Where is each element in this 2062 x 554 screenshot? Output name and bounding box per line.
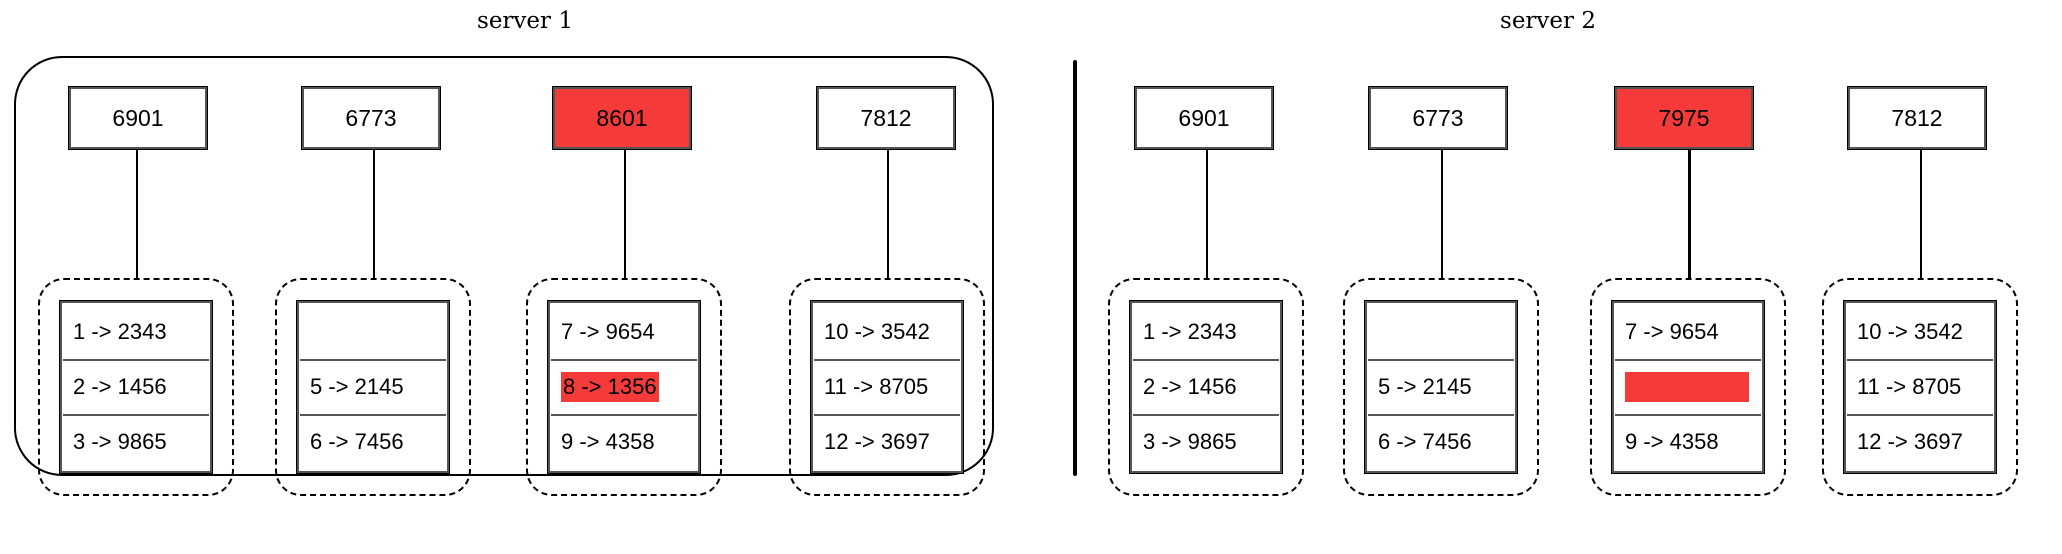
bucket-entry: 2 -> 1456 [63,360,209,414]
bucket-entry: 9 -> 4358 [1615,415,1761,469]
entry-divider [300,359,446,361]
bucket-table: 7 -> 9654 9 -> 4358 [1611,300,1765,474]
entry-divider [1133,414,1279,416]
entry-text: 3 -> 9865 [73,429,167,454]
bucket-entry: 6 -> 7456 [300,415,446,469]
bucket-table: 5 -> 2145 6 -> 7456 [1364,300,1518,474]
bucket-entry: 7 -> 9654 [551,305,697,359]
entry-text: 1 -> 2343 [1143,319,1237,344]
key-node: 8601 [552,86,692,150]
bucket-group: 10 -> 3542 11 -> 8705 12 -> 3697 [789,278,985,496]
key-node: 6901 [68,86,208,150]
entry-text: 7 -> 9654 [561,319,655,344]
server-container [1073,60,1077,476]
bucket-entry: 3 -> 9865 [1133,415,1279,469]
entry-divider [1847,414,1993,416]
entry-divider [1368,414,1514,416]
entry-text: 10 -> 3542 [1857,319,1963,344]
entry-text: 7 -> 9654 [1625,319,1719,344]
server-title: server 1 [477,8,573,34]
entry-text: 2 -> 1456 [1143,374,1237,399]
bucket-entry: 11 -> 8705 [1847,360,1993,414]
bucket-table: 1 -> 2343 2 -> 1456 3 -> 9865 [59,300,213,474]
entry-text: 10 -> 3542 [824,319,930,344]
entry-divider [814,359,960,361]
entry-text: 9 -> 4358 [1625,429,1719,454]
bucket-entry: 8 -> 1356 [551,360,697,414]
entry-text: 11 -> 8705 [824,374,929,399]
bucket-group: 5 -> 2145 6 -> 7456 [275,278,471,496]
entry-divider [1368,359,1514,361]
connector-line [887,150,889,278]
bucket-group: 1 -> 2343 2 -> 1456 3 -> 9865 [1108,278,1304,496]
server-container [14,56,994,476]
connector-line [624,150,626,278]
bucket-group: 10 -> 3542 11 -> 8705 12 -> 3697 [1822,278,2018,496]
server-title: server 2 [1500,8,1596,34]
connector-line [1688,150,1691,278]
key-node: 6773 [1368,86,1508,150]
bucket-entry: 10 -> 3542 [814,305,960,359]
connector-line [1441,150,1443,278]
bucket-group: 5 -> 2145 6 -> 7456 [1343,278,1539,496]
entry-text: 12 -> 3697 [824,429,930,454]
entry-divider [1615,414,1761,416]
entry-text: 1 -> 2343 [73,319,167,344]
entry-text: 3 -> 9865 [1143,429,1237,454]
bucket-group: 7 -> 9654 8 -> 1356 9 -> 4358 [526,278,722,496]
connector-line [1206,150,1208,278]
entry-divider [63,359,209,361]
entry-text: 6 -> 7456 [310,429,404,454]
bucket-table: 1 -> 2343 2 -> 1456 3 -> 9865 [1129,300,1283,474]
bucket-table: 10 -> 3542 11 -> 8705 12 -> 3697 [1843,300,1997,474]
bucket-entry: 2 -> 1456 [1133,360,1279,414]
highlighted-entry [1625,372,1749,402]
entry-divider [63,414,209,416]
bucket-entry: 7 -> 9654 [1615,305,1761,359]
entry-text: 11 -> 8705 [1857,374,1962,399]
bucket-entry: 1 -> 2343 [1133,305,1279,359]
bucket-entry: 6 -> 7456 [1368,415,1514,469]
entry-divider [300,414,446,416]
bucket-group: 7 -> 9654 9 -> 4358 [1590,278,1786,496]
bucket-table: 7 -> 9654 8 -> 1356 9 -> 4358 [547,300,701,474]
bucket-table: 5 -> 2145 6 -> 7456 [296,300,450,474]
key-node: 7975 [1614,86,1754,150]
bucket-entry: 3 -> 9865 [63,415,209,469]
highlighted-entry: 8 -> 1356 [561,372,659,402]
entry-divider [551,414,697,416]
connector-line [373,150,375,278]
connector-line [1920,150,1922,278]
entry-divider [551,359,697,361]
bucket-entry [300,305,446,359]
key-node: 7812 [816,86,956,150]
key-node: 6773 [301,86,441,150]
bucket-entry: 5 -> 2145 [300,360,446,414]
bucket-entry: 1 -> 2343 [63,305,209,359]
bucket-entry: 5 -> 2145 [1368,360,1514,414]
bucket-entry: 12 -> 3697 [814,415,960,469]
entry-divider [1847,359,1993,361]
entry-text: 6 -> 7456 [1378,429,1472,454]
entry-text: 5 -> 2145 [1378,374,1472,399]
entry-text: 9 -> 4358 [561,429,655,454]
entry-text: 12 -> 3697 [1857,429,1963,454]
connector-line [136,150,138,278]
bucket-table: 10 -> 3542 11 -> 8705 12 -> 3697 [810,300,964,474]
bucket-entry [1615,360,1761,414]
bucket-group: 1 -> 2343 2 -> 1456 3 -> 9865 [38,278,234,496]
bucket-entry: 9 -> 4358 [551,415,697,469]
key-node: 6901 [1134,86,1274,150]
entry-divider [1133,359,1279,361]
bucket-entry: 12 -> 3697 [1847,415,1993,469]
bucket-entry: 10 -> 3542 [1847,305,1993,359]
key-node: 7812 [1847,86,1987,150]
entry-text: 2 -> 1456 [73,374,167,399]
entry-divider [1615,359,1761,361]
entry-divider [814,414,960,416]
bucket-entry: 11 -> 8705 [814,360,960,414]
bucket-entry [1368,305,1514,359]
entry-text: 5 -> 2145 [310,374,404,399]
